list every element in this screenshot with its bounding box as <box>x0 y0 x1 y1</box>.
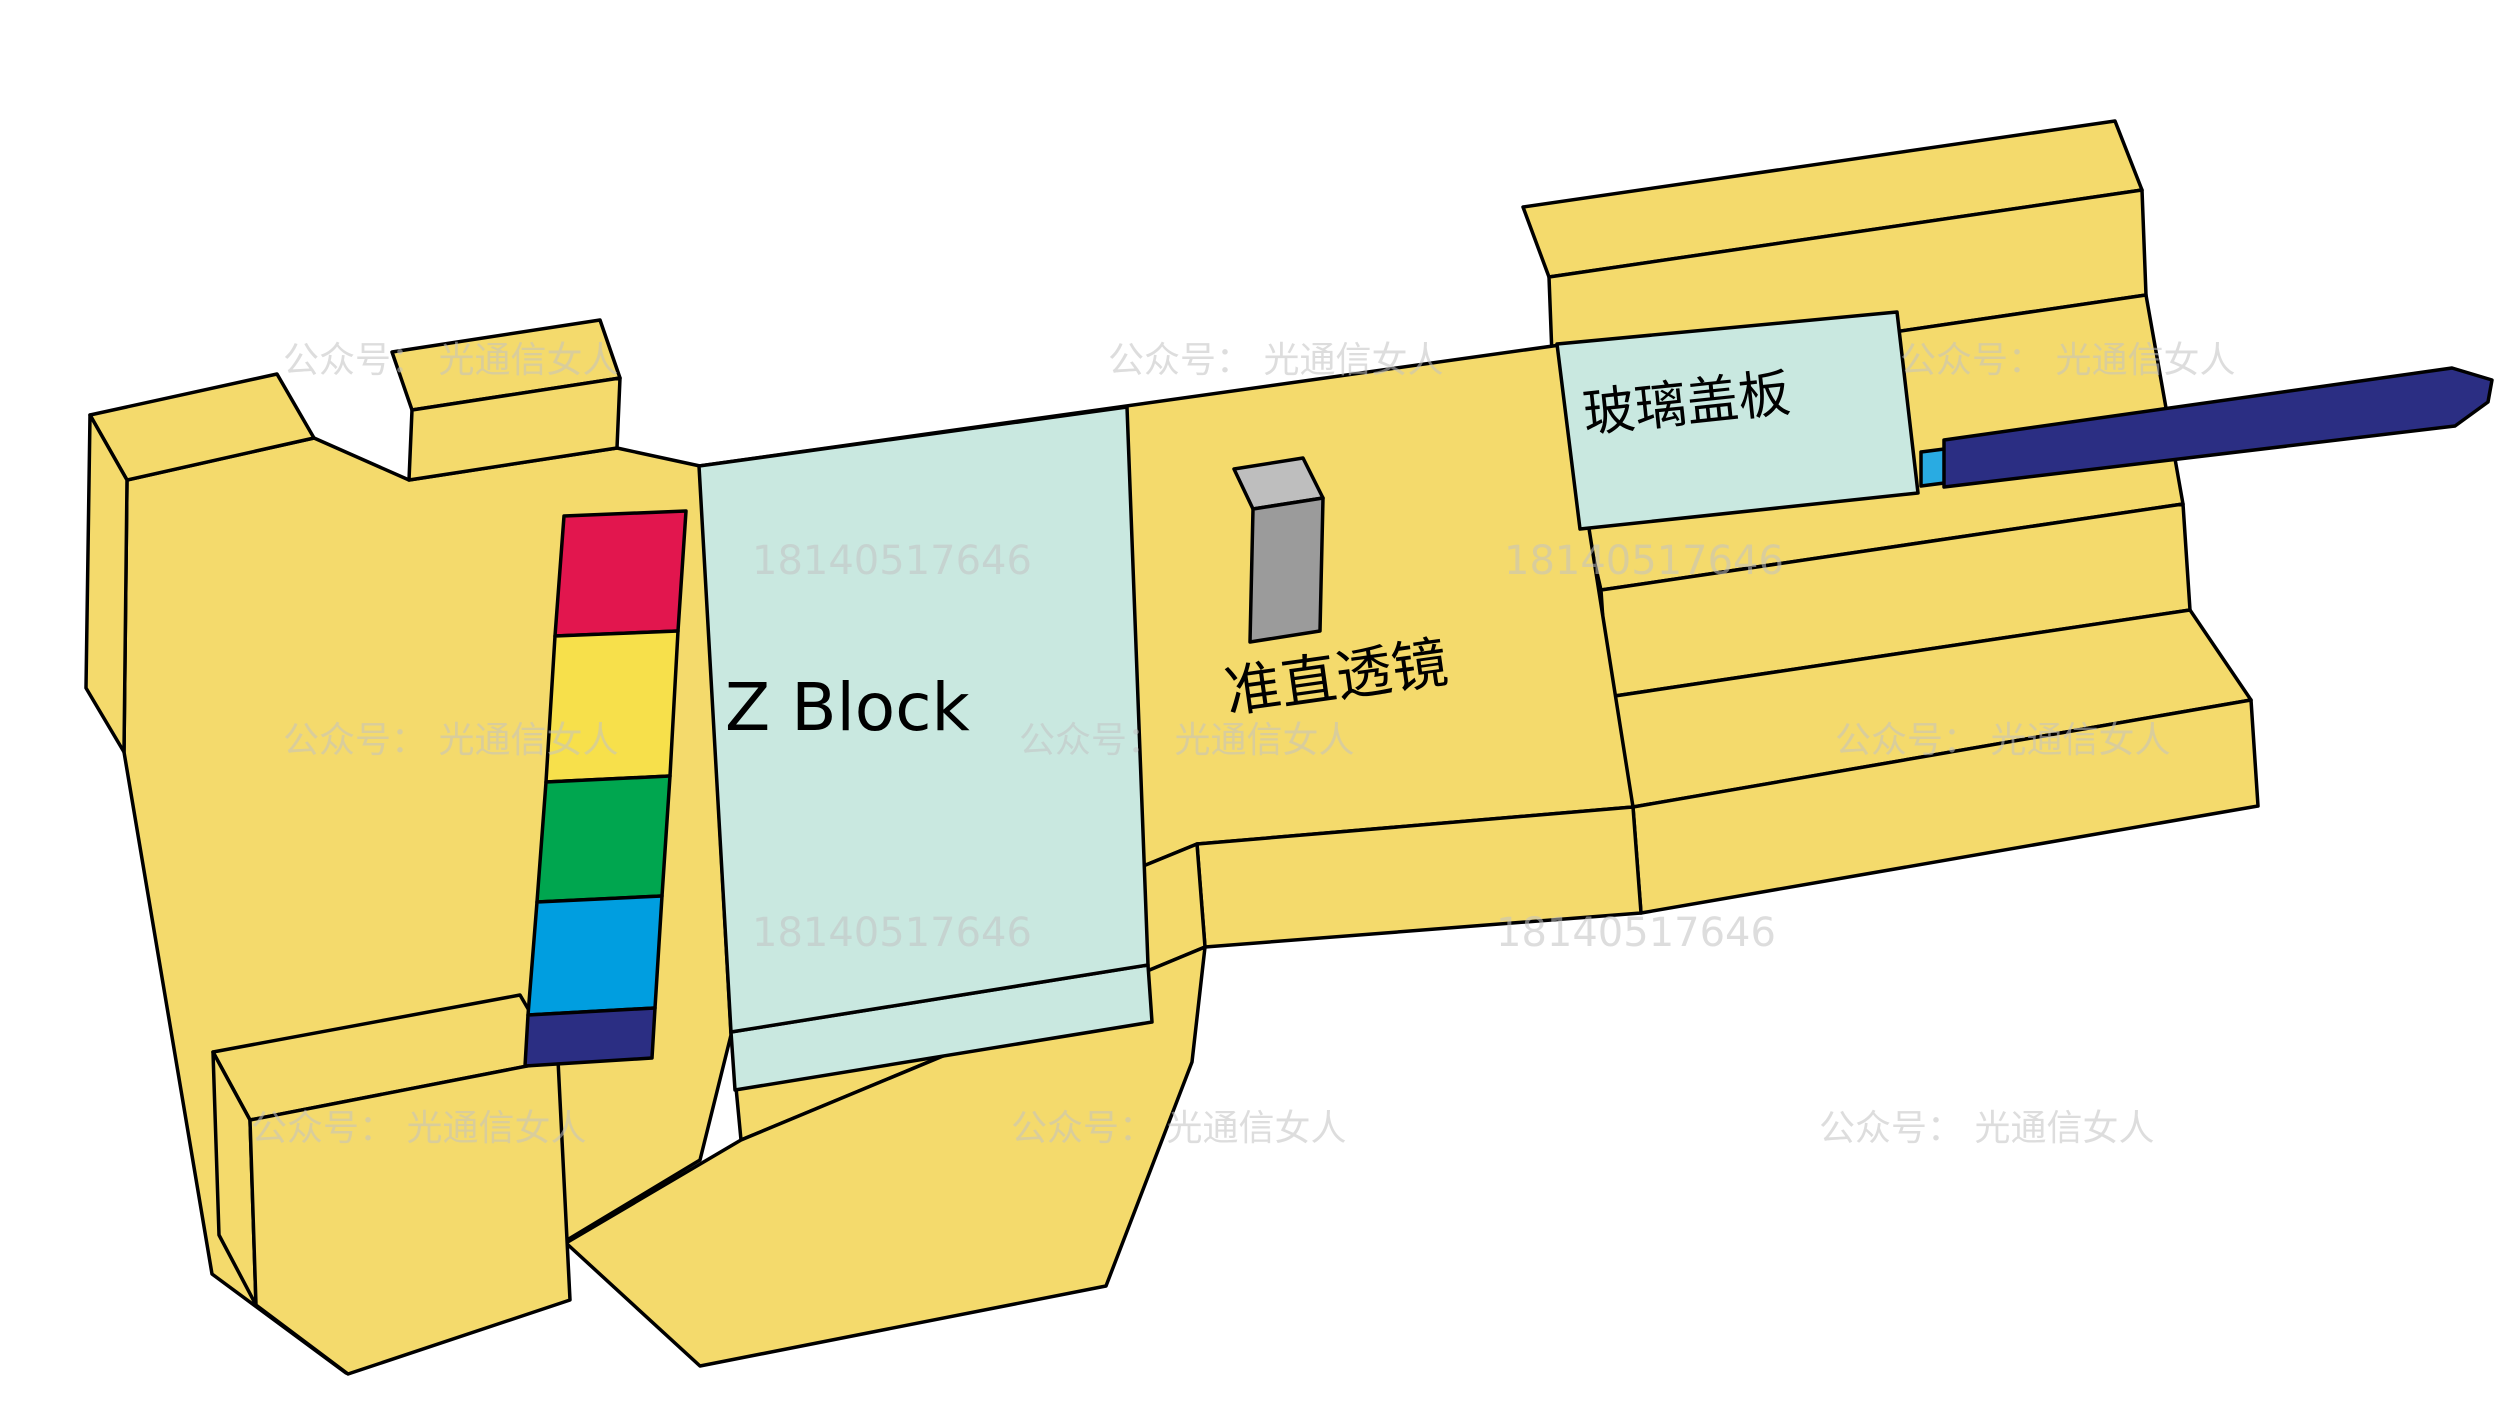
watermark-phone: 18140517646 <box>752 910 1032 956</box>
watermark-brand: 公众号： 光通信女人 <box>1011 1108 1346 1149</box>
fiber-output <box>1919 366 2494 489</box>
watermark-phone: 18140517646 <box>752 538 1032 584</box>
watermarks: 公众号： 光通信女人 公众号： 光通信女人 公众号： 光通信女人 1814051… <box>251 340 2235 1149</box>
left-slab-side-face <box>84 413 129 754</box>
watermark-brand: 公众号： 光通信女人 <box>1819 1108 2154 1149</box>
glass-cover-plate <box>1555 310 1920 531</box>
watermark-brand: 公众号： 光通信女人 <box>1900 340 2235 381</box>
channel-bottom-sliver <box>523 1006 657 1068</box>
laser-channel-array <box>523 509 688 1068</box>
top-block-front-face <box>407 376 622 482</box>
lens-cube-front-face <box>1248 496 1325 644</box>
glass-cover-face <box>1555 310 1920 531</box>
watermark-phone: 18140517646 <box>1504 538 1784 584</box>
collimating-lens-cube <box>1232 456 1325 644</box>
watermark-brand: 公众号： 光通信女人 <box>1108 340 1443 381</box>
watermark-phone: 18140517646 <box>1496 910 1776 956</box>
z-block-label: Z Block <box>725 669 970 746</box>
watermark-brand: 公众号： 光通信女人 <box>1019 720 1354 761</box>
bottom-block-front-face <box>248 1058 572 1376</box>
channel-red <box>553 509 688 638</box>
z-block <box>697 405 1154 1092</box>
channel-green <box>535 774 672 904</box>
watermark-brand: 公众号： 光通信女人 <box>283 720 618 761</box>
fiber-rod-navy <box>1942 366 2494 489</box>
channel-blue <box>526 894 664 1017</box>
z-block-front-face <box>697 405 1150 1034</box>
watermark-brand: 公众号： 光通信女人 <box>251 1108 586 1149</box>
watermark-brand: 公众号： 光通信女人 <box>283 340 618 381</box>
watermark-brand: 公众号： 光通信女人 <box>1835 720 2170 761</box>
